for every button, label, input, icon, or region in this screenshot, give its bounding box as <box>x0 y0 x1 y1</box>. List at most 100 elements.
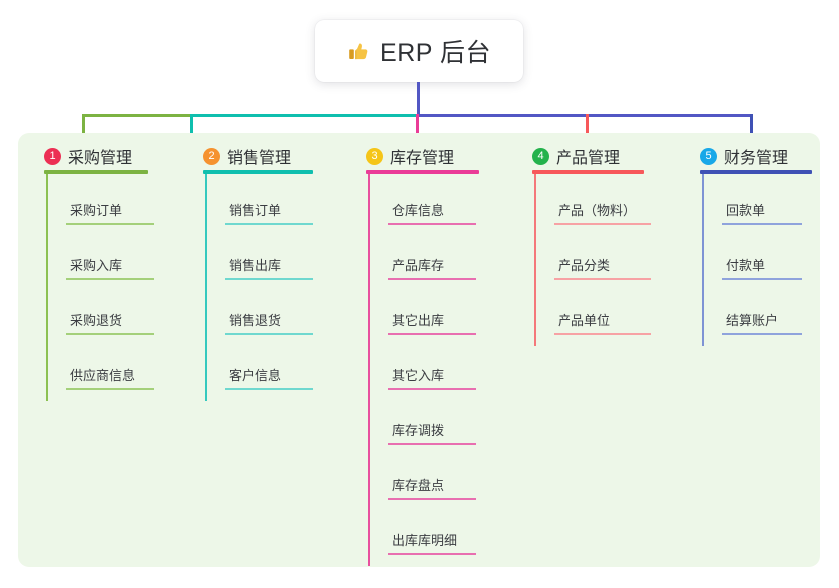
root-title: ERP 后台 <box>380 39 491 67</box>
trunk-segment-teal <box>190 114 418 117</box>
leaf-label: 客户信息 <box>229 368 282 383</box>
leaf-rule <box>388 553 476 555</box>
leaf-label: 出库库明细 <box>392 533 458 548</box>
leaf-label: 产品单位 <box>558 313 611 328</box>
leaf-item[interactable]: 其它出库 <box>388 310 476 335</box>
trunk-stub-col-4 <box>586 114 589 140</box>
column-badge-2: 2 <box>203 147 220 165</box>
leaf-item[interactable]: 其它入库 <box>388 365 476 390</box>
column-rule-1 <box>44 170 148 174</box>
column-title-5: 财务管理 <box>724 150 789 167</box>
leaf-item[interactable]: 销售出库 <box>225 255 313 280</box>
trunk-segment-blue <box>416 114 753 117</box>
column-badge-3: 3 <box>366 147 383 165</box>
leaf-rule <box>554 223 651 225</box>
trunk-stub-col-1 <box>82 114 85 140</box>
leaf-label: 其它出库 <box>392 313 445 328</box>
column-header-4[interactable]: 4 产品管理 <box>532 144 620 168</box>
column-title-4: 产品管理 <box>556 150 621 167</box>
leaf-item[interactable]: 回款单 <box>722 200 802 225</box>
leaf-rule <box>554 278 651 280</box>
root-stem <box>417 82 420 115</box>
leaf-rule <box>66 223 154 225</box>
leaf-item[interactable]: 付款单 <box>722 255 802 280</box>
root-node[interactable]: ERP 后台 <box>315 20 523 82</box>
column-badge-1: 1 <box>44 147 61 165</box>
content-panel <box>18 133 820 567</box>
column-badge-4: 4 <box>532 147 549 165</box>
leaf-label: 库存盘点 <box>392 478 445 493</box>
leaf-rule <box>388 388 476 390</box>
leaf-item[interactable]: 客户信息 <box>225 365 313 390</box>
leaf-rule <box>388 333 476 335</box>
column-spine-3 <box>368 174 370 566</box>
column-header-2[interactable]: 2 销售管理 <box>203 144 291 168</box>
leaf-rule <box>225 223 313 225</box>
column-rule-4 <box>532 170 644 174</box>
column-rule-5 <box>700 170 812 174</box>
column-rule-3 <box>366 170 479 174</box>
leaf-item[interactable]: 采购入库 <box>66 255 154 280</box>
column-header-5[interactable]: 5 财务管理 <box>700 144 788 168</box>
leaf-rule <box>388 223 476 225</box>
leaf-rule <box>388 443 476 445</box>
leaf-rule <box>225 333 313 335</box>
leaf-label: 库存调拨 <box>392 423 445 438</box>
leaf-item[interactable]: 销售订单 <box>225 200 313 225</box>
column-header-1[interactable]: 1 采购管理 <box>44 144 132 168</box>
leaf-rule <box>66 278 154 280</box>
thumbs-up-icon <box>347 39 371 63</box>
trunk-stub-col-5 <box>750 114 753 140</box>
column-spine-1 <box>46 174 48 401</box>
column-spine-2 <box>205 174 207 401</box>
leaf-rule <box>388 498 476 500</box>
leaf-item[interactable]: 产品单位 <box>554 310 651 335</box>
leaf-item[interactable]: 产品库存 <box>388 255 476 280</box>
leaf-item[interactable]: 销售退货 <box>225 310 313 335</box>
leaf-rule <box>388 278 476 280</box>
leaf-label: 供应商信息 <box>70 368 136 383</box>
leaf-label: 采购退货 <box>70 313 123 328</box>
leaf-label: 产品库存 <box>392 258 445 273</box>
leaf-rule <box>554 333 651 335</box>
column-title-2: 销售管理 <box>227 150 292 167</box>
column-header-3[interactable]: 3 库存管理 <box>366 144 454 168</box>
column-badge-5: 5 <box>700 147 717 165</box>
leaf-label: 销售出库 <box>229 258 282 273</box>
leaf-label: 采购入库 <box>70 258 123 273</box>
leaf-rule <box>722 333 802 335</box>
leaf-item[interactable]: 库存盘点 <box>388 475 476 500</box>
leaf-label: 结算账户 <box>726 313 779 328</box>
leaf-rule <box>66 333 154 335</box>
leaf-label: 仓库信息 <box>392 203 445 218</box>
column-title-3: 库存管理 <box>390 150 455 167</box>
leaf-item[interactable]: 产品（物料） <box>554 200 651 225</box>
leaf-item[interactable]: 库存调拨 <box>388 420 476 445</box>
leaf-item[interactable]: 采购订单 <box>66 200 154 225</box>
column-spine-5 <box>702 174 704 346</box>
leaf-label: 销售退货 <box>229 313 282 328</box>
column-rule-2 <box>203 170 313 174</box>
trunk-stub-col-2 <box>190 114 193 140</box>
leaf-item[interactable]: 产品分类 <box>554 255 651 280</box>
leaf-rule <box>225 278 313 280</box>
leaf-item[interactable]: 供应商信息 <box>66 365 154 390</box>
trunk-stub-col-3 <box>416 114 419 140</box>
leaf-label: 销售订单 <box>229 203 282 218</box>
leaf-label: 采购订单 <box>70 203 123 218</box>
leaf-item[interactable]: 出库库明细 <box>388 530 476 555</box>
leaf-rule <box>722 223 802 225</box>
leaf-label: 其它入库 <box>392 368 445 383</box>
column-title-1: 采购管理 <box>68 150 133 167</box>
leaf-label: 产品（物料） <box>558 203 637 218</box>
leaf-rule <box>66 388 154 390</box>
leaf-item[interactable]: 结算账户 <box>722 310 802 335</box>
trunk-segment-green <box>82 114 192 117</box>
leaf-item[interactable]: 仓库信息 <box>388 200 476 225</box>
leaf-label: 付款单 <box>726 258 766 273</box>
leaf-label: 回款单 <box>726 203 766 218</box>
leaf-rule <box>225 388 313 390</box>
leaf-rule <box>722 278 802 280</box>
leaf-item[interactable]: 采购退货 <box>66 310 154 335</box>
